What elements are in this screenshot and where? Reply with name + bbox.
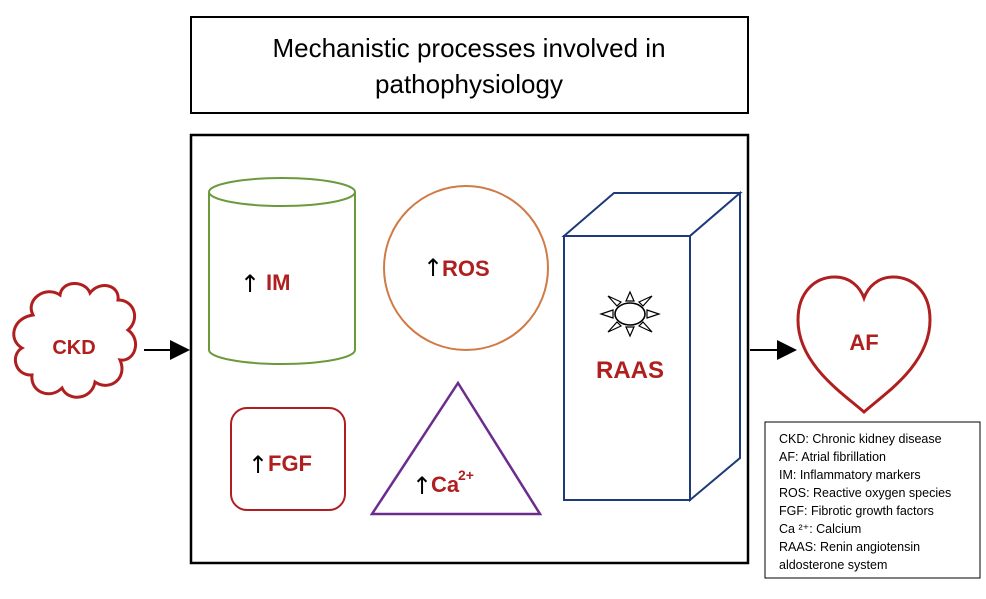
sun-icon (599, 290, 661, 338)
ros-circle: ↑ ROS (383, 185, 549, 351)
ros-up-arrow: ↑ (423, 254, 443, 282)
legend-item: AF: Atrial fibrillation (779, 450, 886, 464)
im-cylinder: ↑ IM (208, 177, 356, 365)
title-box: Mechanistic processes involved in pathop… (190, 16, 749, 114)
im-label: IM (266, 270, 290, 295)
legend-item: Ca ²⁺: Calcium (779, 522, 861, 536)
fgf-label: FGF (268, 451, 312, 476)
legend-box: CKD: Chronic kidney disease AF: Atrial f… (764, 421, 981, 579)
legend-item: IM: Inflammatory markers (779, 468, 921, 482)
legend-item: aldosterone system (779, 558, 887, 572)
raas-box: RAAS (561, 190, 743, 503)
calcium-label: Ca (431, 472, 460, 497)
title-line-2: pathophysiology (375, 69, 563, 99)
legend-item: CKD: Chronic kidney disease (779, 432, 942, 446)
fgf-box: ↑ FGF (230, 407, 346, 511)
ckd-label: CKD (52, 337, 95, 359)
calcium-up-arrow: ↑ (412, 472, 432, 500)
legend-item: ROS: Reactive oxygen species (779, 486, 951, 500)
ckd-cloud: CKD (12, 282, 138, 399)
ros-label: ROS (442, 256, 490, 281)
calcium-triangle: ↑ Ca 2+ (369, 380, 543, 516)
calcium-superscript: 2+ (458, 467, 474, 483)
legend-item: FGF: Fibrotic growth factors (779, 504, 934, 518)
im-up-arrow: ↑ (240, 270, 260, 298)
title-line-1: Mechanistic processes involved in (272, 33, 665, 63)
legend-item: RAAS: Renin angiotensin (779, 540, 920, 554)
raas-label: RAAS (596, 357, 664, 384)
af-heart: AF (796, 275, 932, 415)
af-label: AF (849, 330, 878, 355)
fgf-up-arrow: ↑ (248, 451, 268, 479)
